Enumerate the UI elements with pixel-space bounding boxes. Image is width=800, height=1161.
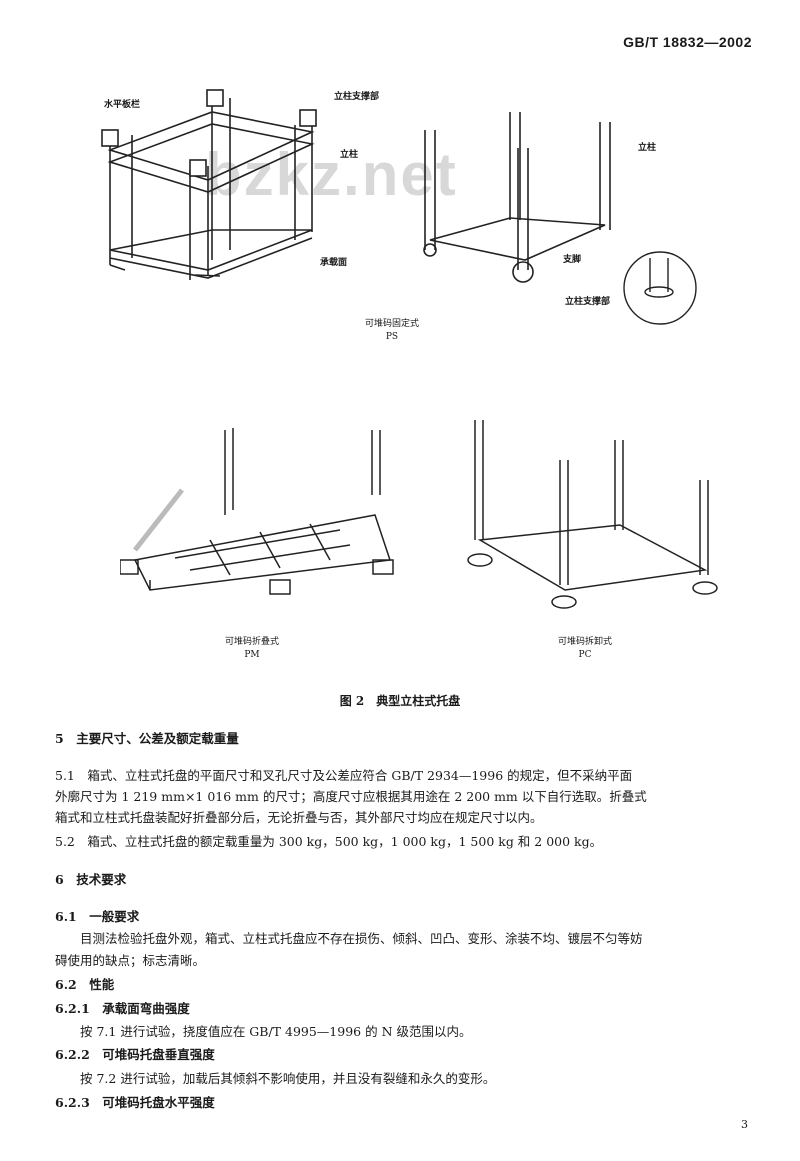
section-5-heading: 5 主要尺寸、公差及额定载重量	[55, 731, 239, 746]
section-6-2-1-text: 按 7.1 进行试验，挠度值应在 GB/T 4995—1996 的 N 级范围以…	[55, 1024, 472, 1039]
caption-ps: 可堆码固定式 PS	[322, 318, 462, 344]
page-number: 3	[741, 1118, 748, 1131]
figure-title: 图 2 典型立柱式托盘	[339, 694, 461, 708]
caption-ps-name: 可堆码固定式	[364, 319, 419, 329]
caption-pc: 可堆码拆卸式 PC	[515, 636, 655, 662]
section-6-2-heading: 6.2 性能	[55, 977, 115, 992]
section-6-2-2-heading: 6.2.2 可堆码托盘垂直强度	[55, 1047, 215, 1062]
section-5-1-line1: 5.1 箱式、立柱式托盘的平面尺寸和叉孔尺寸及公差应符合 GB/T 2934—1…	[55, 768, 633, 783]
label-post-support: 立柱支撑部	[334, 92, 380, 102]
label-post: 立柱	[340, 150, 359, 160]
drawing-pm	[120, 428, 394, 595]
caption-ps-code: PS	[385, 332, 399, 342]
drawing-ps-frame	[101, 89, 317, 280]
caption-pm-name: 可堆码折叠式	[224, 637, 279, 647]
caption-pm-code: PM	[244, 650, 260, 660]
caption-pm: 可堆码折叠式 PM	[182, 636, 322, 662]
drawing-ps-posts	[423, 112, 611, 283]
label-post-support-2: 立柱支撑部	[565, 297, 611, 307]
caption-pc-name: 可堆码拆卸式	[557, 637, 612, 647]
section-5-1-line3: 箱式和立柱式托盘装配好折叠部分后，无论折叠与否，其外部尺寸均应在规定尺寸以内。	[55, 810, 543, 825]
section-5-2: 5.2 箱式、立柱式托盘的额定载重量为 300 kg，500 kg，1 000 …	[55, 834, 603, 849]
detail-circle	[623, 251, 697, 325]
section-6-2-1-heading: 6.2.1 承载面弯曲强度	[55, 1001, 190, 1016]
section-5-1-line2: 外廓尺寸为 1 219 mm×1 016 mm 的尺寸；高度尺寸应根据其用途在 …	[55, 789, 647, 804]
label-foot: 支脚	[563, 255, 582, 265]
label-post-2: 立柱	[638, 143, 657, 153]
label-deck: 承载面	[320, 258, 348, 268]
section-6-1-line1: 目测法检验托盘外观，箱式、立柱式托盘应不存在损伤、倾斜、凹凸、变形、涂装不均、镀…	[55, 931, 643, 946]
section-6-1-line2: 碍使用的缺点；标志清晰。	[55, 953, 206, 968]
section-6-heading: 6 技术要求	[55, 872, 127, 887]
drawing-pc	[467, 420, 718, 609]
standard-number: GB/T 18832—2002	[623, 34, 752, 50]
section-6-2-2-text: 按 7.2 进行试验，加载后其倾斜不影响使用，并且没有裂缝和永久的变形。	[55, 1071, 496, 1086]
label-horizontal-bar: 水平板栏	[104, 100, 141, 110]
section-6-2-3-heading: 6.2.3 可堆码托盘水平强度	[55, 1095, 215, 1110]
section-6-1-heading: 6.1 一般要求	[55, 909, 140, 924]
caption-pc-code: PC	[578, 650, 592, 660]
